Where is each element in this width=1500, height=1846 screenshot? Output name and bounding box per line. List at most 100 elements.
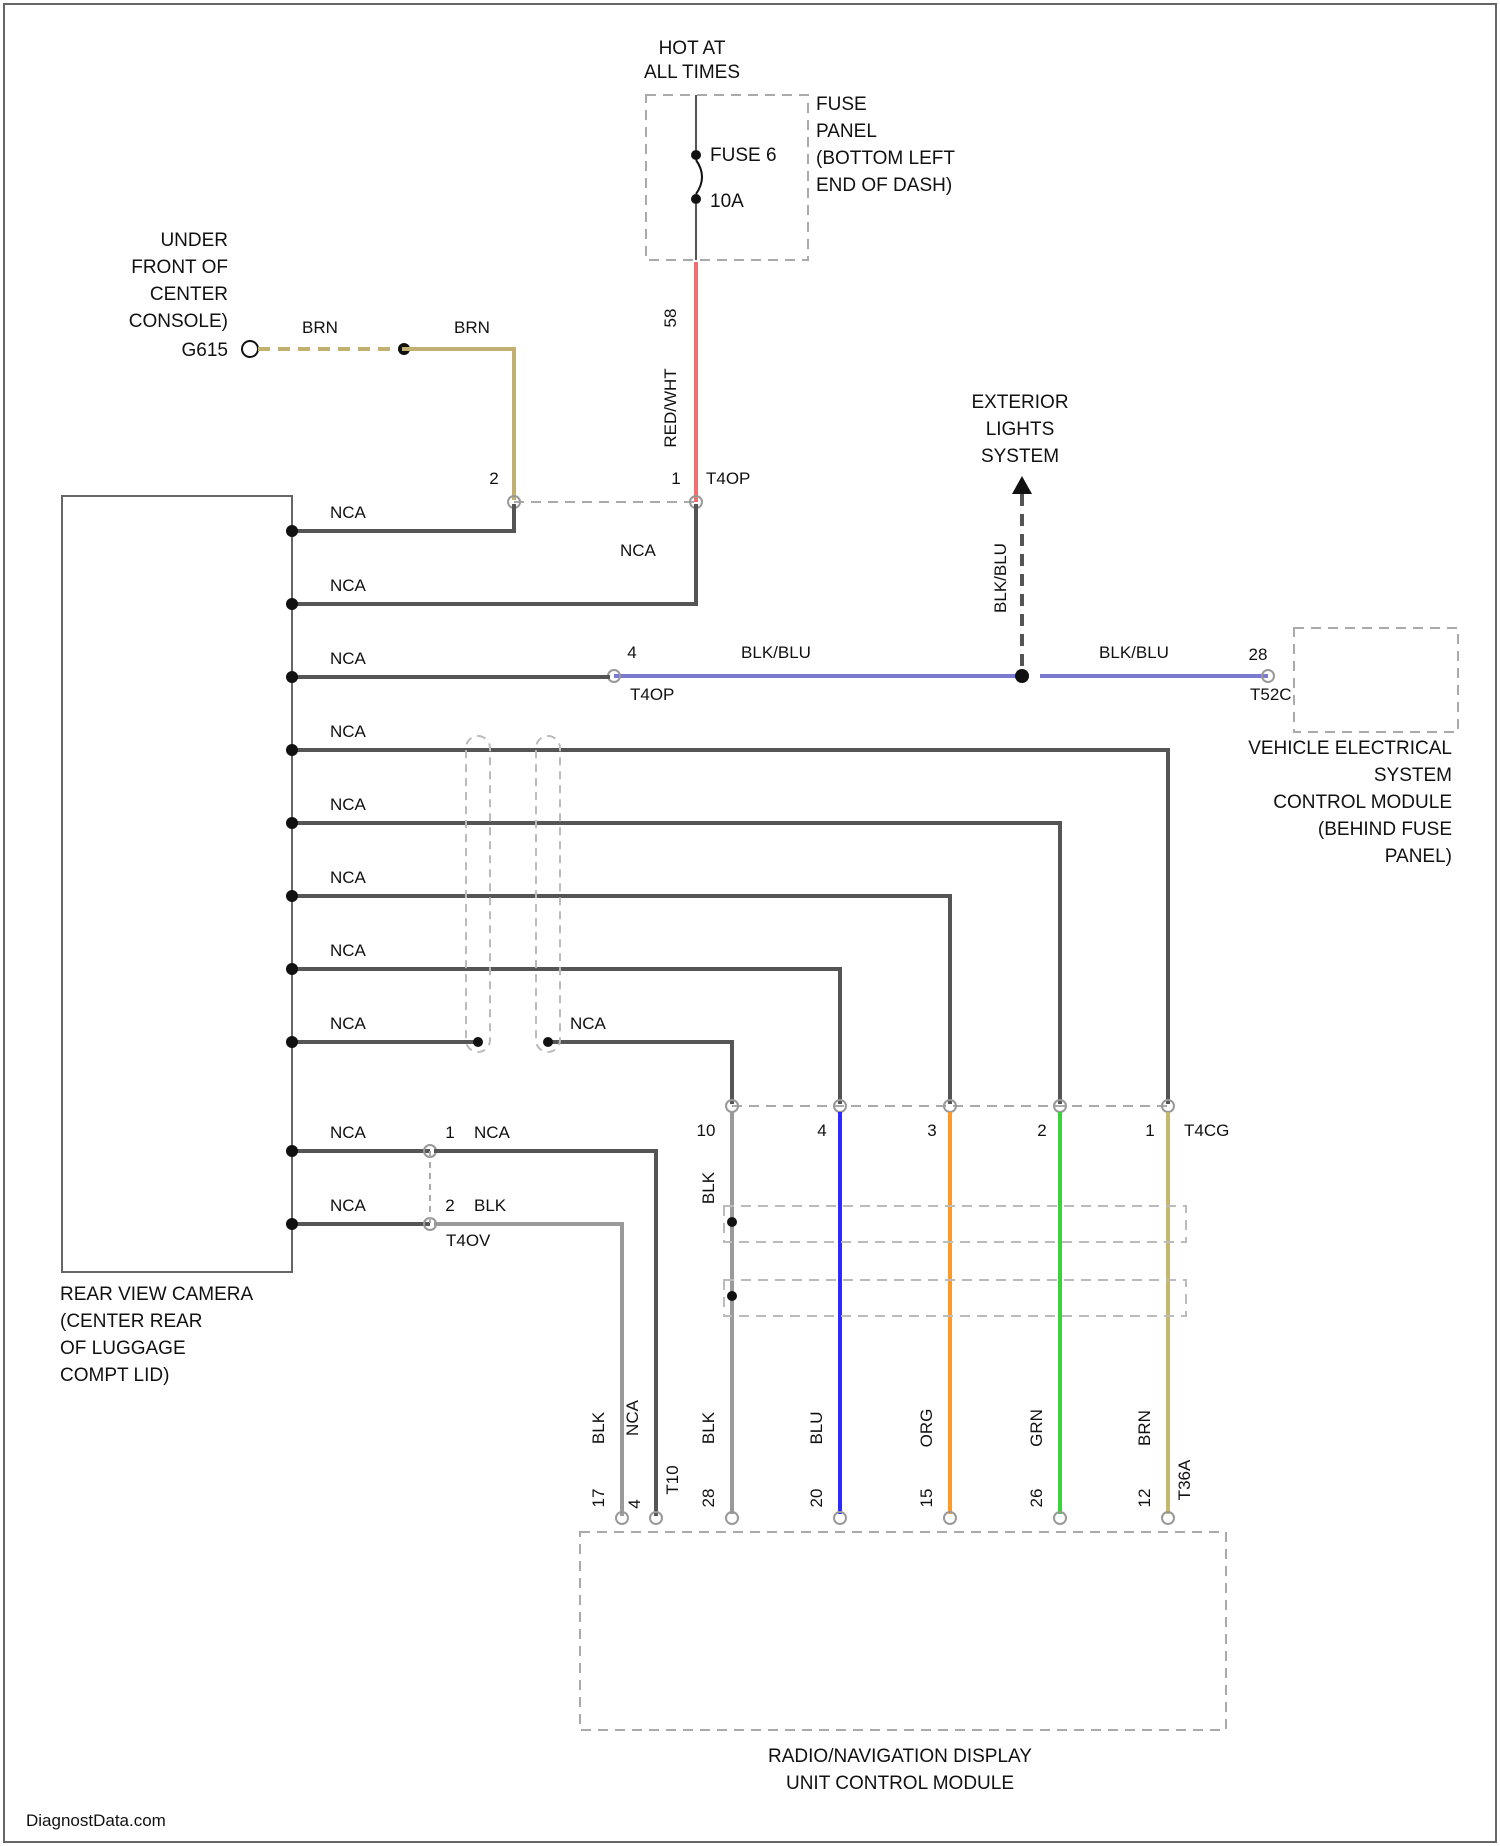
camera-terminal-9 bbox=[286, 1145, 298, 1157]
fuse-symbol bbox=[696, 160, 702, 194]
fuse-panel-label-2: PANEL bbox=[816, 121, 877, 142]
arrow-up-icon bbox=[1012, 476, 1032, 494]
power-wire-color: RED/WHT bbox=[661, 368, 680, 447]
ground-label-2: FRONT OF bbox=[131, 257, 228, 278]
camera-label-2: (CENTER REAR bbox=[60, 1311, 203, 1332]
video-shield-upper bbox=[724, 1206, 1186, 1242]
vesc-module: VEHICLE ELECTRICAL SYSTEM CONTROL MODULE… bbox=[1248, 628, 1458, 867]
camera-terminal-5 bbox=[286, 817, 298, 829]
vesc-label-1: VEHICLE ELECTRICAL bbox=[1248, 738, 1452, 759]
camera-wire-label-4: NCA bbox=[330, 722, 367, 741]
vesc-label-3: CONTROL MODULE bbox=[1273, 792, 1452, 813]
camera-wire-1 bbox=[292, 506, 514, 531]
video-ground-wire-label: BLK bbox=[699, 1171, 718, 1204]
shield-splice-right bbox=[543, 1037, 553, 1047]
shield-pin-2-label: 2 bbox=[445, 1196, 454, 1215]
ground-wire-right-label: BRN bbox=[454, 318, 490, 337]
exterior-lights-label-3: SYSTEM bbox=[981, 446, 1059, 467]
camera-terminal-4 bbox=[286, 744, 298, 756]
camera-connector-id: T4OP bbox=[706, 469, 750, 488]
radio-wire-name-7: BRN bbox=[1135, 1410, 1154, 1446]
video-pin-label-3: 3 bbox=[927, 1121, 936, 1140]
camera-wire-6 bbox=[292, 896, 950, 1102]
radio-wire-name-4: BLU bbox=[807, 1411, 826, 1444]
reverse-pin-label: 4 bbox=[627, 643, 636, 662]
video-pin-label-2: 4 bbox=[817, 1121, 826, 1140]
vesc-label-5: PANEL) bbox=[1385, 846, 1452, 867]
power-return-label: NCA bbox=[620, 541, 657, 560]
radio-wire-name-2: NCA bbox=[623, 1399, 642, 1436]
radio-pin-7: 12 bbox=[1135, 1489, 1154, 1508]
fuse-panel-box bbox=[646, 95, 808, 260]
camera-wire-label-3: NCA bbox=[330, 649, 367, 668]
camera-wires: NCA NCA NCA NCA NCA NCA NCA NCA NCA NCA … bbox=[286, 503, 1168, 1230]
radio-connector-right: T36A bbox=[1175, 1459, 1194, 1500]
camera-wire-label-2: NCA bbox=[330, 576, 367, 595]
radio-pin-3: 28 bbox=[699, 1489, 718, 1508]
reverse-connector-id: T4OP bbox=[630, 685, 674, 704]
hot-at-label: HOT AT bbox=[659, 38, 726, 59]
exterior-lights: EXTERIOR LIGHTS SYSTEM BLK/BLU bbox=[971, 392, 1068, 676]
camera-label-4: COMPT LID) bbox=[60, 1365, 169, 1386]
video-pin-label-1: 10 bbox=[697, 1121, 716, 1140]
shield-drain-2 bbox=[727, 1291, 737, 1301]
radio-wire-labels: BLK NCA BLK BLU ORG GRN BRN 17 4 28 20 1… bbox=[589, 1399, 1194, 1508]
shield-pin-1-label: 1 bbox=[445, 1123, 454, 1142]
fuse-terminal-top bbox=[691, 150, 701, 160]
video-shield-lower bbox=[724, 1280, 1186, 1316]
video-connector-id: T4CG bbox=[1184, 1121, 1229, 1140]
radio-pin-2: 4 bbox=[625, 1499, 644, 1508]
shield-drain-1 bbox=[727, 1217, 737, 1227]
radio-wire-name-1: BLK bbox=[589, 1411, 608, 1444]
exterior-lights-label-2: LIGHTS bbox=[986, 419, 1055, 440]
radio-pin-5: 15 bbox=[917, 1489, 936, 1508]
camera-wire-label-9: NCA bbox=[330, 1123, 367, 1142]
camera-terminal-1 bbox=[286, 525, 298, 537]
camera-terminal-8 bbox=[286, 1036, 298, 1048]
reverse-wire-left-label: BLK/BLU bbox=[741, 643, 811, 662]
camera-terminal-7 bbox=[286, 963, 298, 975]
fuse-source: HOT AT ALL TIMES FUSE 6 10A FUSE PANEL (… bbox=[644, 38, 955, 260]
ground-label-1: UNDER bbox=[160, 230, 228, 251]
camera-wire-7 bbox=[292, 969, 840, 1102]
vesc-connector-id: T52C bbox=[1250, 685, 1292, 704]
radio-pin-1: 17 bbox=[589, 1489, 608, 1508]
shield-wire bbox=[548, 1042, 732, 1102]
fuse-panel-label-1: FUSE bbox=[816, 94, 867, 115]
radio-pin-6: 26 bbox=[1027, 1489, 1046, 1508]
vesc-pin-label: 28 bbox=[1249, 645, 1268, 664]
camera-wire-label-1: NCA bbox=[330, 503, 367, 522]
ground-label-3: CENTER bbox=[150, 284, 228, 305]
vesc-label-2: SYSTEM bbox=[1374, 765, 1452, 786]
all-times-label: ALL TIMES bbox=[644, 62, 740, 83]
camera-terminal-10 bbox=[286, 1218, 298, 1230]
vesc-module-box bbox=[1294, 628, 1458, 732]
radio-wire-name-3: BLK bbox=[699, 1411, 718, 1444]
shield-pin-2-wire-label: BLK bbox=[474, 1196, 507, 1215]
radio-wire-name-6: GRN bbox=[1027, 1409, 1046, 1447]
reverse-splice bbox=[1015, 669, 1029, 683]
ground-group: UNDER FRONT OF CENTER CONSOLE) G615 BRN … bbox=[129, 230, 514, 498]
radio-wire-name-5: ORG bbox=[917, 1409, 936, 1448]
camera-wire-5 bbox=[292, 823, 1060, 1102]
radio-pin-4: 20 bbox=[807, 1489, 826, 1508]
video-pin-label-4: 2 bbox=[1037, 1121, 1046, 1140]
camera-wire-label-7: NCA bbox=[330, 941, 367, 960]
exterior-lights-wire-color: BLK/BLU bbox=[991, 543, 1010, 613]
shield-wire-label: NCA bbox=[570, 1014, 607, 1033]
camera-terminal-6 bbox=[286, 890, 298, 902]
fuse-name: FUSE 6 bbox=[710, 145, 777, 166]
fuse-terminal-bottom bbox=[691, 194, 701, 204]
shield-connector-id: T4OV bbox=[446, 1231, 491, 1250]
radio-module-box bbox=[580, 1532, 1226, 1730]
shield-pin-1-wire-label: NCA bbox=[474, 1123, 511, 1142]
rear-view-camera-box bbox=[62, 496, 292, 1272]
reverse-wire-right-label: BLK/BLU bbox=[1099, 643, 1169, 662]
power-wire-pin: 58 bbox=[661, 309, 680, 328]
fuse-rating: 10A bbox=[710, 191, 744, 212]
camera-wire-label-5: NCA bbox=[330, 795, 367, 814]
ground-point-id: G615 bbox=[182, 340, 228, 361]
radio-connector-left: T10 bbox=[663, 1465, 682, 1494]
camera-wire-label-10: NCA bbox=[330, 1196, 367, 1215]
